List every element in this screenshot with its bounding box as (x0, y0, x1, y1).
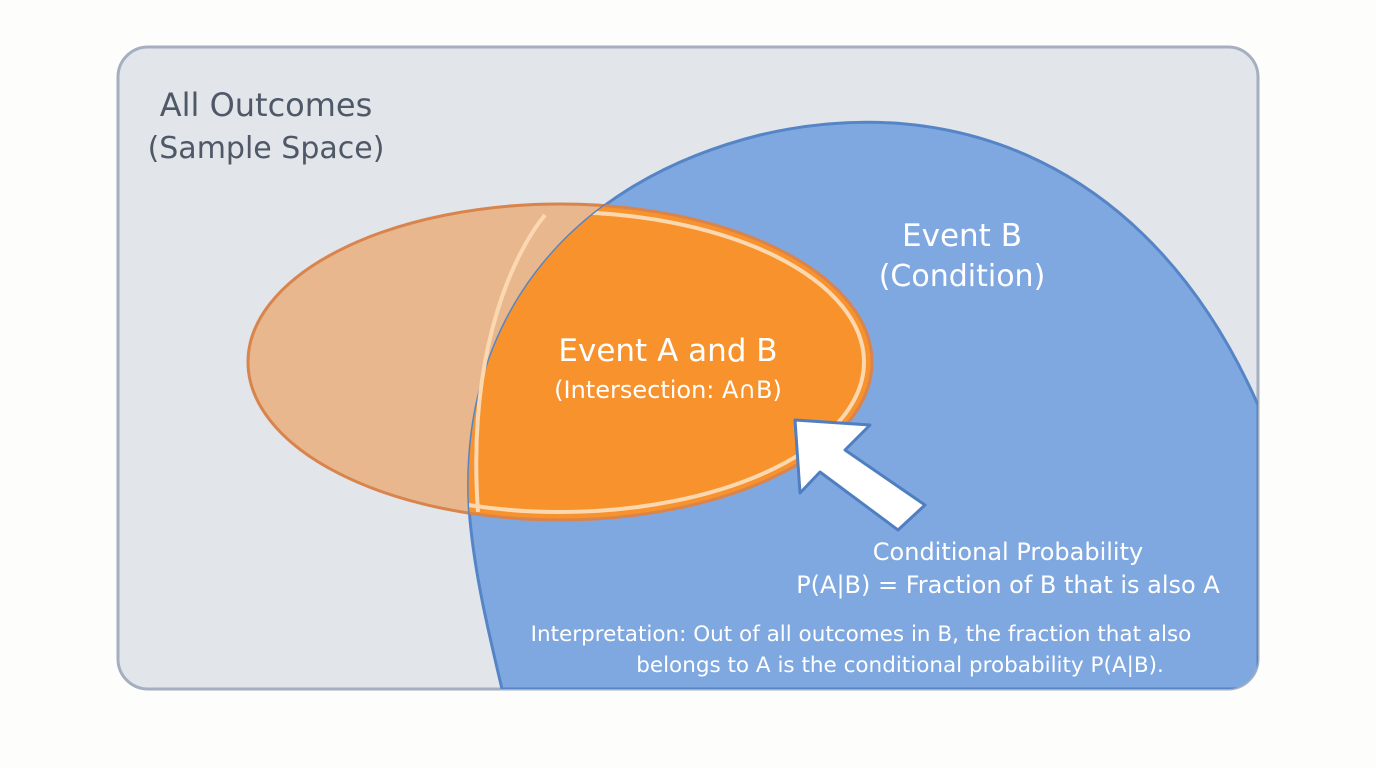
sample-space-title: All Outcomes (160, 86, 373, 124)
conditional-probability-formula: P(A|B) = Fraction of B that is also A (796, 571, 1220, 599)
conditional-probability-title: Conditional Probability (873, 538, 1143, 566)
interpretation-line-1: Interpretation: Out of all outcomes in B… (531, 622, 1192, 647)
sample-space-subtitle: (Sample Space) (148, 131, 385, 166)
event-b-label: Event B (902, 218, 1022, 254)
pointer-arrow-icon (793, 418, 927, 532)
intersection-inner-border (474, 213, 547, 513)
intersection-sublabel: (Intersection: A∩B) (554, 376, 782, 404)
interpretation-line-2: belongs to A is the conditional probabil… (636, 653, 1164, 678)
event-b-sublabel: (Condition) (879, 259, 1046, 294)
intersection-label: Event A and B (558, 333, 777, 369)
